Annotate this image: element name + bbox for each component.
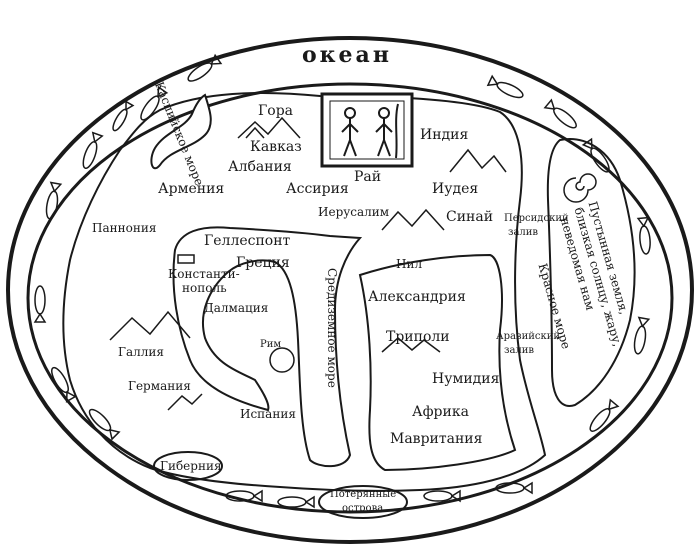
judea-label: Иудея [432, 181, 479, 197]
mount-label: Гора [258, 103, 294, 119]
sinai-label: Синай [446, 209, 494, 225]
mediterranean-sea [172, 226, 363, 468]
persian-gulf-label-1: Персидский [504, 213, 569, 224]
blessed-isles [318, 485, 408, 519]
rome-label: Рим [260, 339, 282, 350]
africa-label: Африка [412, 404, 469, 420]
pannonia-label: Паннония [92, 221, 157, 235]
hibernia-island [153, 451, 223, 481]
armenia-label: Армения [158, 181, 225, 197]
dalmatia-label: Далмация [204, 301, 269, 315]
spain-label: Испания [240, 407, 296, 421]
arabian-gulf-label-2: залив [504, 345, 535, 356]
caucasus-label: Кавказ [250, 139, 302, 155]
constantinople-marker [177, 254, 195, 264]
mediterranean-label: Средиземное море [325, 268, 339, 388]
arabian-gulf-label-1: Аравийский [496, 331, 561, 342]
alexandria-label: Александрия [368, 289, 466, 305]
gaul-label: Галлия [118, 345, 164, 359]
nile-river [358, 253, 517, 472]
greece-label: Греция [236, 255, 290, 271]
constantinople-label-1: Константи- [168, 267, 240, 281]
caspian-inlet [150, 93, 212, 170]
constantinople-label-2: нополь [182, 281, 227, 295]
assyria-label: Ассирия [286, 181, 349, 197]
albania-label: Албания [228, 159, 292, 175]
mountains-tripoli [381, 337, 441, 353]
germania-label: Германия [128, 379, 191, 393]
mountains-gaul [109, 310, 191, 341]
ocean-label: океан [302, 42, 392, 68]
fish-icons [33, 53, 651, 509]
hellespont-label: Геллеспонт [204, 233, 291, 249]
blessed-isles-label-1: Потерянные [330, 489, 397, 500]
tripoli-label: Триполи [386, 329, 450, 345]
paradise-label: Рай [354, 169, 382, 185]
nile-label: Нил [396, 257, 423, 271]
mountains-caucasus [237, 116, 301, 139]
mountains-india [449, 148, 507, 173]
rome-marker [269, 347, 295, 373]
inner-ring [26, 82, 674, 514]
paradise-inner [329, 100, 405, 160]
numidia-label: Нумидия [432, 371, 500, 387]
eastern-land [546, 138, 636, 407]
adam-eve-figures [341, 103, 399, 159]
outer-ring [6, 36, 694, 544]
jerusalem-label: Иерусалим [318, 205, 390, 219]
mountains-sinai [381, 208, 445, 231]
persian-gulf-label-2: залив [508, 227, 539, 238]
mountains-germania [167, 393, 203, 411]
mauritania-label: Мавритания [390, 431, 483, 447]
land-coastline [62, 91, 547, 492]
hibernia-label: Гиберния [160, 459, 222, 473]
india-label: Индия [420, 127, 469, 143]
blessed-isles-label-2: острова [342, 503, 384, 514]
sun-spiral-icon [563, 173, 597, 203]
